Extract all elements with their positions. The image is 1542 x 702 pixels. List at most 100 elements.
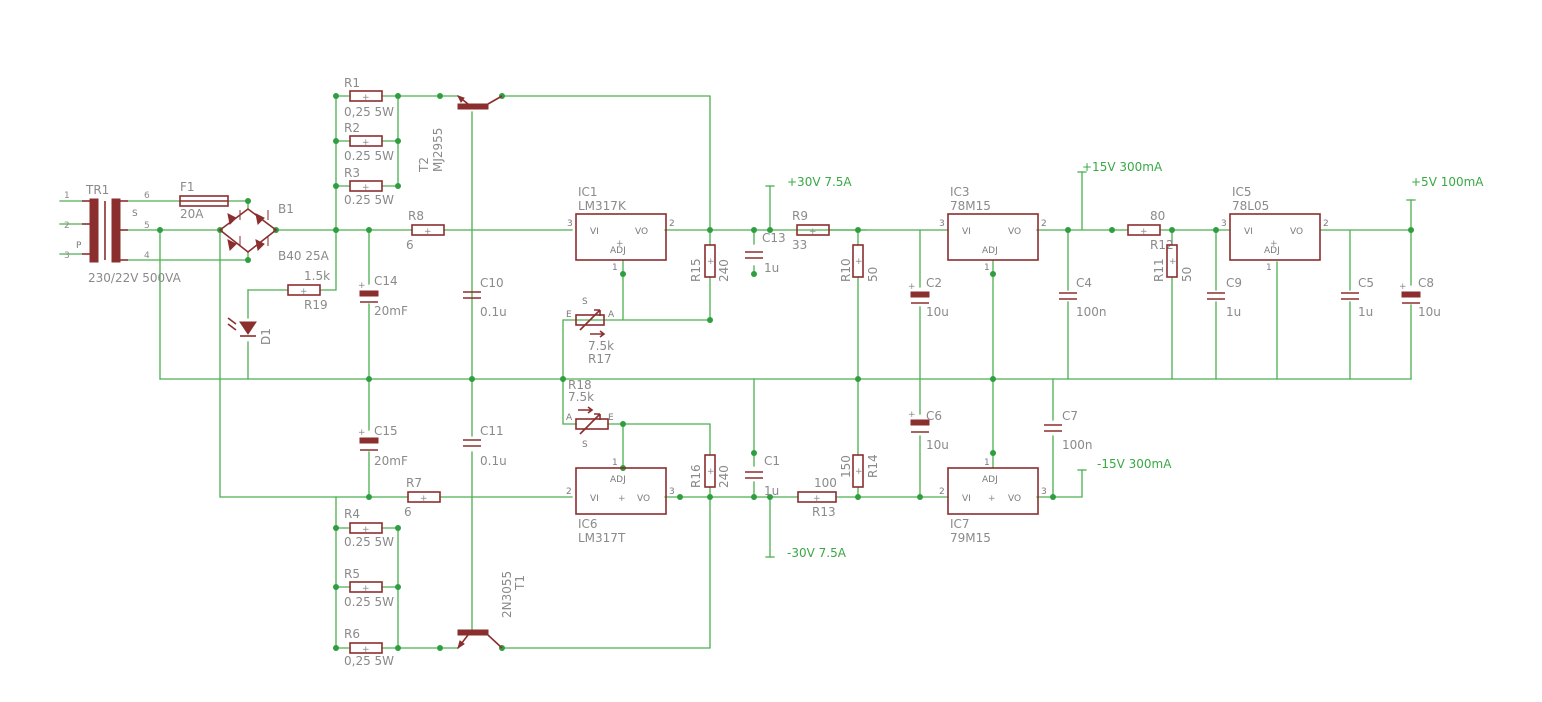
led-d1[interactable]: D1 — [227, 317, 273, 345]
rail-plus-30v[interactable]: +30V 7.5A — [765, 175, 852, 189]
junction-dot — [1169, 227, 1175, 233]
svg-text:+: + — [707, 257, 715, 267]
resistor-r6[interactable]: + R6 0,25 5W — [344, 627, 394, 668]
resistor-r10[interactable]: + R10 50 — [839, 244, 880, 282]
capacitor-c8[interactable]: + C8 10u — [1399, 276, 1441, 319]
capacitor-c15[interactable]: + C15 20mF — [358, 424, 408, 468]
regulator-ic3[interactable]: VI VO ADJ 3 2 1 IC3 78M15 — [939, 185, 1047, 273]
svg-text:+: + — [362, 93, 370, 103]
r17-pin-e: E — [566, 310, 572, 320]
regulator-ic6[interactable]: ADJ VI VO + 2 3 1 IC6 LM317T — [566, 458, 675, 545]
ic6-pin-3: 3 — [669, 487, 675, 497]
capacitor-c1[interactable]: C1 1u — [745, 454, 780, 498]
capacitor-c4[interactable]: C4 100n — [1059, 276, 1107, 319]
junction-dot — [990, 450, 996, 456]
resistor-r2[interactable]: + R2 0.25 5W — [344, 121, 394, 163]
junction-dot — [560, 376, 566, 382]
ic1-value: LM317K — [578, 199, 627, 213]
r18-value: 7.5k — [568, 390, 594, 404]
t2-value: MJ2955 — [431, 128, 445, 172]
capacitor-c11[interactable]: C11 0.1u — [463, 424, 507, 468]
capacitor-c7[interactable]: C7 100n — [1044, 409, 1093, 452]
regulator-ic1[interactable]: VI VO ADJ + 3 2 1 IC1 LM317K — [567, 185, 675, 273]
capacitor-c9[interactable]: C9 1u — [1207, 276, 1242, 319]
regulator-ic5[interactable]: VI VO ADJ + 3 2 1 IC5 78L05 — [1221, 185, 1329, 273]
tr1-primary-mark: P — [76, 241, 82, 251]
ic6-ref: IC6 — [578, 517, 598, 531]
rail-plus-5v[interactable]: +5V 100mA — [1406, 175, 1484, 201]
c14-value: 20mF — [374, 304, 408, 318]
rail-plus-15v[interactable]: +15V 300mA — [1077, 160, 1163, 174]
junction-dot — [767, 494, 773, 500]
capacitor-c14[interactable]: + C14 20mF — [358, 274, 408, 318]
r18-pin-s: S — [582, 440, 588, 450]
resistor-r7[interactable]: + R7 6 — [404, 476, 441, 519]
r8-value: 6 — [406, 238, 414, 252]
r15-value: 240 — [717, 259, 731, 282]
ic5-value: 78L05 — [1232, 199, 1269, 213]
resistor-r11[interactable]: + R11 50 — [1152, 244, 1194, 282]
svg-text:+: + — [813, 494, 821, 504]
c5-ref: C5 — [1358, 276, 1374, 290]
r1-value: 0,25 5W — [344, 105, 394, 119]
resistor-r13[interactable]: + 100 R13 — [797, 476, 837, 519]
resistor-r5[interactable]: + R5 0.25 5W — [344, 567, 394, 609]
junction-dot — [395, 584, 401, 590]
resistor-r8[interactable]: + R8 6 — [406, 209, 445, 252]
transformer-tr1[interactable]: TR1 230/22V 500VA 1 2 3 6 5 4 P S — [64, 183, 182, 285]
junction-dot — [333, 93, 339, 99]
ic5-pin-3: 3 — [1221, 219, 1227, 229]
resistor-r9[interactable]: + R9 33 — [792, 209, 830, 252]
capacitor-c13[interactable]: C13 1u — [745, 231, 786, 275]
capacitor-c6[interactable]: + C6 10u — [908, 409, 949, 452]
fuse-f1[interactable]: F1 20A — [179, 180, 229, 221]
junction-dot — [855, 227, 861, 233]
c9-value: 1u — [1226, 305, 1241, 319]
ic5-pin-vi: VI — [1244, 227, 1253, 237]
junction-dot — [437, 645, 443, 651]
junction-dot — [620, 271, 626, 277]
junction-dot — [366, 494, 372, 500]
regulator-ic7[interactable]: ADJ VI VO + 2 3 1 IC7 79M15 — [939, 458, 1047, 545]
resistor-r15[interactable]: + R15 240 — [689, 244, 731, 282]
ic7-pin-3: 3 — [1041, 487, 1047, 497]
svg-text:+: + — [988, 494, 996, 504]
ic6-pin-vo: VO — [637, 494, 650, 504]
tr1-pin-5: 5 — [144, 221, 150, 231]
rail-minus-15v-label: -15V 300mA — [1097, 457, 1172, 471]
r7-value: 6 — [404, 505, 412, 519]
potentiometer-r17[interactable]: E S A 7.5k R17 — [566, 297, 615, 366]
capacitor-c5[interactable]: C5 1u — [1341, 276, 1374, 319]
junction-dot — [1109, 227, 1115, 233]
resistor-r1[interactable]: + R1 0,25 5W — [344, 76, 394, 119]
resistor-r16[interactable]: + R16 240 — [689, 454, 731, 488]
potentiometer-r18[interactable]: A E S R18 7.5k — [566, 378, 614, 450]
capacitor-c2[interactable]: + C2 10u — [908, 276, 949, 319]
junction-dot — [620, 421, 626, 427]
svg-text:+: + — [362, 645, 370, 655]
ic7-pin-adj: ADJ — [982, 475, 998, 485]
transistor-t1[interactable]: 2N3055 T1 — [457, 571, 527, 650]
c4-value: 100n — [1076, 305, 1107, 319]
resistor-r19[interactable]: + 1.5k R19 — [287, 269, 330, 312]
ic7-value: 79M15 — [950, 531, 991, 545]
svg-text:+: + — [362, 584, 370, 594]
resistor-r14[interactable]: + 150 R14 — [839, 454, 880, 488]
r2-value: 0.25 5W — [344, 149, 394, 163]
resistor-r4[interactable]: + R4 0.25 5W — [344, 507, 394, 549]
svg-text:+: + — [362, 525, 370, 535]
capacitor-c10[interactable]: C10 0.1u — [463, 276, 507, 319]
b1-ref: B1 — [278, 202, 294, 216]
rail-minus-15v[interactable]: -15V 300mA — [1077, 457, 1172, 471]
ic6-pin-vi: VI — [590, 494, 599, 504]
c8-ref: C8 — [1418, 276, 1434, 290]
ic5-pin-adj: ADJ — [1264, 246, 1280, 256]
bridge-rectifier-b1[interactable]: B1 B40 25A — [218, 202, 330, 263]
junction-dot — [751, 227, 757, 233]
junction-dot — [469, 376, 475, 382]
c7-ref: C7 — [1062, 409, 1078, 423]
rail-minus-30v[interactable]: -30V 7.5A — [765, 546, 847, 560]
transistor-t2[interactable]: T2 MJ2955 — [417, 95, 503, 173]
tr1-pin-6: 6 — [144, 191, 150, 201]
resistor-r3[interactable]: + R3 0.25 5W — [344, 166, 394, 207]
